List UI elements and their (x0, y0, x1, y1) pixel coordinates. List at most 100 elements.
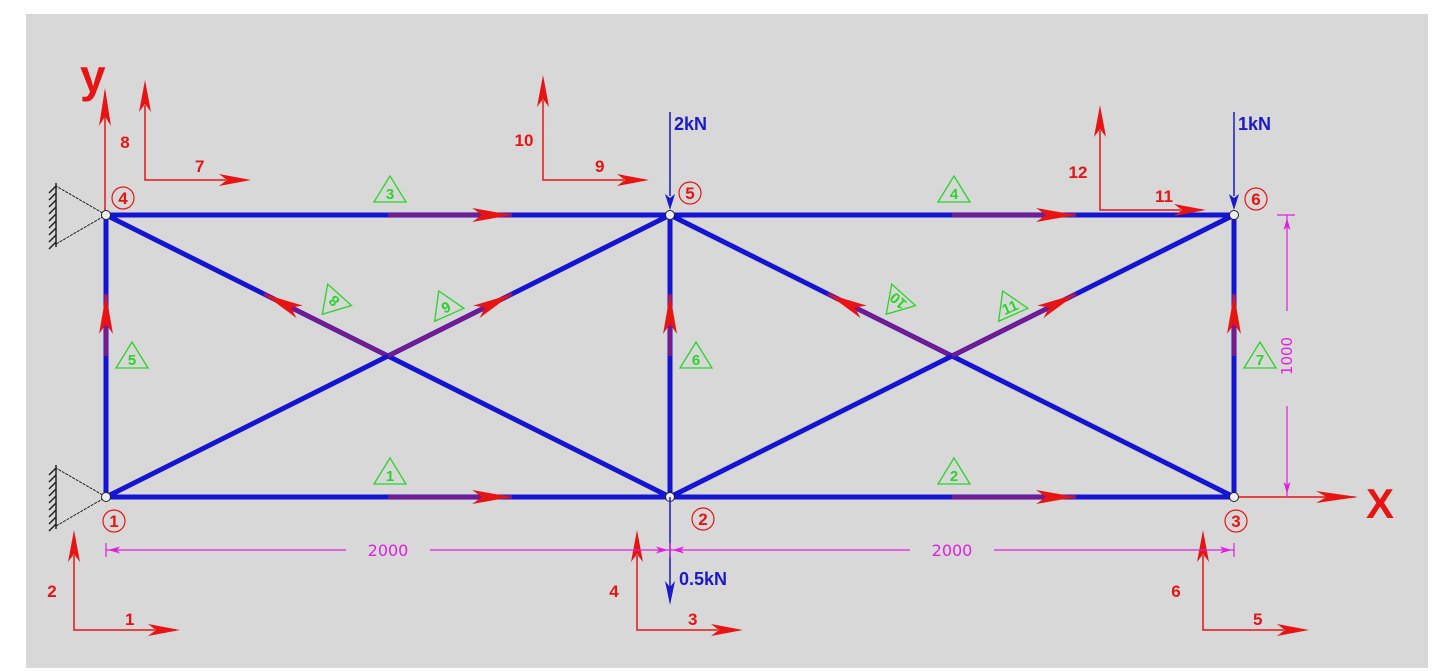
member-label: 7 (1242, 340, 1278, 369)
dof-x-label: 11 (1155, 187, 1173, 206)
node-label: 4 (118, 189, 128, 208)
dof-axes (1202, 555, 1284, 631)
dof-y-label: 12 (1069, 163, 1088, 182)
dof-x-label: 1 (125, 610, 134, 629)
dimension-arrow-icon (1220, 546, 1232, 554)
member-label: 4 (936, 174, 972, 203)
dof-x-arrow-icon (148, 624, 180, 636)
member-label-triangle-icon (936, 174, 972, 203)
member-label-text: 3 (386, 186, 394, 203)
member-direction-arrow-icon (472, 208, 513, 222)
load-arrow-icon (1229, 194, 1239, 210)
member-label: 6 (678, 340, 714, 369)
support-hatch-icon (48, 465, 57, 532)
background (26, 14, 1428, 668)
member-direction-arrow-icon (99, 293, 113, 334)
node-marker (101, 492, 111, 502)
dof-y-arrow-icon (537, 75, 549, 107)
member-label: 2 (936, 456, 972, 485)
dimension-label: 1000 (1278, 337, 1296, 375)
member-label: 1 (372, 456, 408, 485)
dimension-arrow-icon (672, 546, 684, 554)
node-label: 1 (109, 512, 118, 531)
member-label-triangle-icon (678, 340, 714, 369)
dof-x-arrow-icon (1174, 204, 1206, 216)
dof-y-arrow-icon (68, 530, 80, 562)
dof-axes (636, 555, 718, 631)
member-direction-arrow-icon (473, 293, 513, 319)
dof-x-arrow-icon (219, 174, 251, 186)
member-direction-arrow-icon (1227, 293, 1241, 334)
node-marker (1229, 210, 1239, 220)
dof-axes (144, 105, 226, 181)
member-direction-arrow-icon (663, 293, 677, 334)
member-label-triangle-icon (433, 289, 466, 323)
member-label-triangle-icon (936, 456, 972, 485)
load-arrow-icon (665, 194, 675, 210)
member-label-triangle-icon (885, 282, 917, 316)
dof-y-label: 8 (120, 133, 129, 152)
node-label-circle-icon (678, 181, 702, 205)
node-label: 5 (685, 184, 694, 203)
node-label: 3 (1231, 512, 1240, 531)
dof-x-arrow-icon (617, 174, 649, 186)
load-label: 0.5kN (679, 569, 727, 589)
member-label-triangle-icon (372, 456, 408, 485)
member-label-triangle-icon (1242, 340, 1278, 369)
dof-axes (73, 555, 155, 631)
dof-y-arrow-icon (631, 530, 643, 562)
dimension-arrow-icon (108, 546, 120, 554)
dimension-arrow-icon (1283, 482, 1291, 494)
member-label-text: 11 (1000, 297, 1021, 319)
member-label: 5 (114, 340, 150, 369)
x-axis-label: X (1366, 480, 1394, 527)
member-label-triangle-icon (114, 340, 150, 369)
dimension-arrow-icon (656, 546, 668, 554)
member-direction-arrow-icon (827, 293, 867, 319)
node-label: 6 (1251, 190, 1260, 209)
dof-y-arrow-icon (1094, 105, 1106, 137)
node-label-circle-icon (691, 507, 715, 531)
dof-axes (542, 100, 624, 181)
dimension-label: 2000 (368, 541, 409, 560)
node-marker (1229, 492, 1239, 502)
member-label-text: 4 (950, 186, 959, 203)
dof-x-label: 7 (195, 157, 204, 176)
dof-x-label: 5 (1253, 610, 1262, 629)
dof-y-label: 4 (609, 582, 619, 601)
dof-x-arrow-icon (711, 624, 743, 636)
member-direction-arrow-icon (263, 293, 303, 319)
dof-y-label: 2 (47, 582, 56, 601)
member-label-text: 1 (386, 468, 394, 485)
dof-x-label: 9 (595, 157, 604, 176)
node-label-circle-icon (111, 186, 135, 210)
support-hatch-icon (48, 183, 57, 250)
member-label-text: 7 (1256, 352, 1264, 369)
member-label-triangle-icon (997, 289, 1030, 323)
node-marker (101, 210, 111, 220)
member-label-text: 5 (128, 352, 136, 369)
y-axis-label: y (80, 50, 106, 102)
dimension-label: 2000 (932, 541, 973, 560)
dimension-line (1277, 214, 1295, 497)
dimension-arrow-icon (1283, 218, 1291, 230)
dof-y-label: 10 (515, 131, 534, 150)
load-arrow-icon (665, 581, 675, 605)
x-axis-arrow-icon (1316, 491, 1358, 503)
member-label-triangle-icon (321, 282, 353, 316)
dof-y-arrow-icon (1197, 530, 1209, 562)
dof-y-label: 6 (1171, 582, 1180, 601)
member-label-text: 2 (950, 468, 958, 485)
member-label: 3 (372, 174, 408, 203)
node-label: 2 (698, 510, 707, 529)
member-label-text: 6 (692, 352, 700, 369)
member-direction-arrow-icon (1036, 490, 1077, 504)
member-direction-arrow-icon (1036, 208, 1077, 222)
node-label-circle-icon (102, 509, 126, 533)
dof-x-label: 3 (688, 610, 697, 629)
node-label-circle-icon (1224, 509, 1248, 533)
dof-y-arrow-icon (139, 80, 151, 112)
dof-axes (1099, 130, 1181, 211)
load-label: 1kN (1238, 114, 1271, 134)
